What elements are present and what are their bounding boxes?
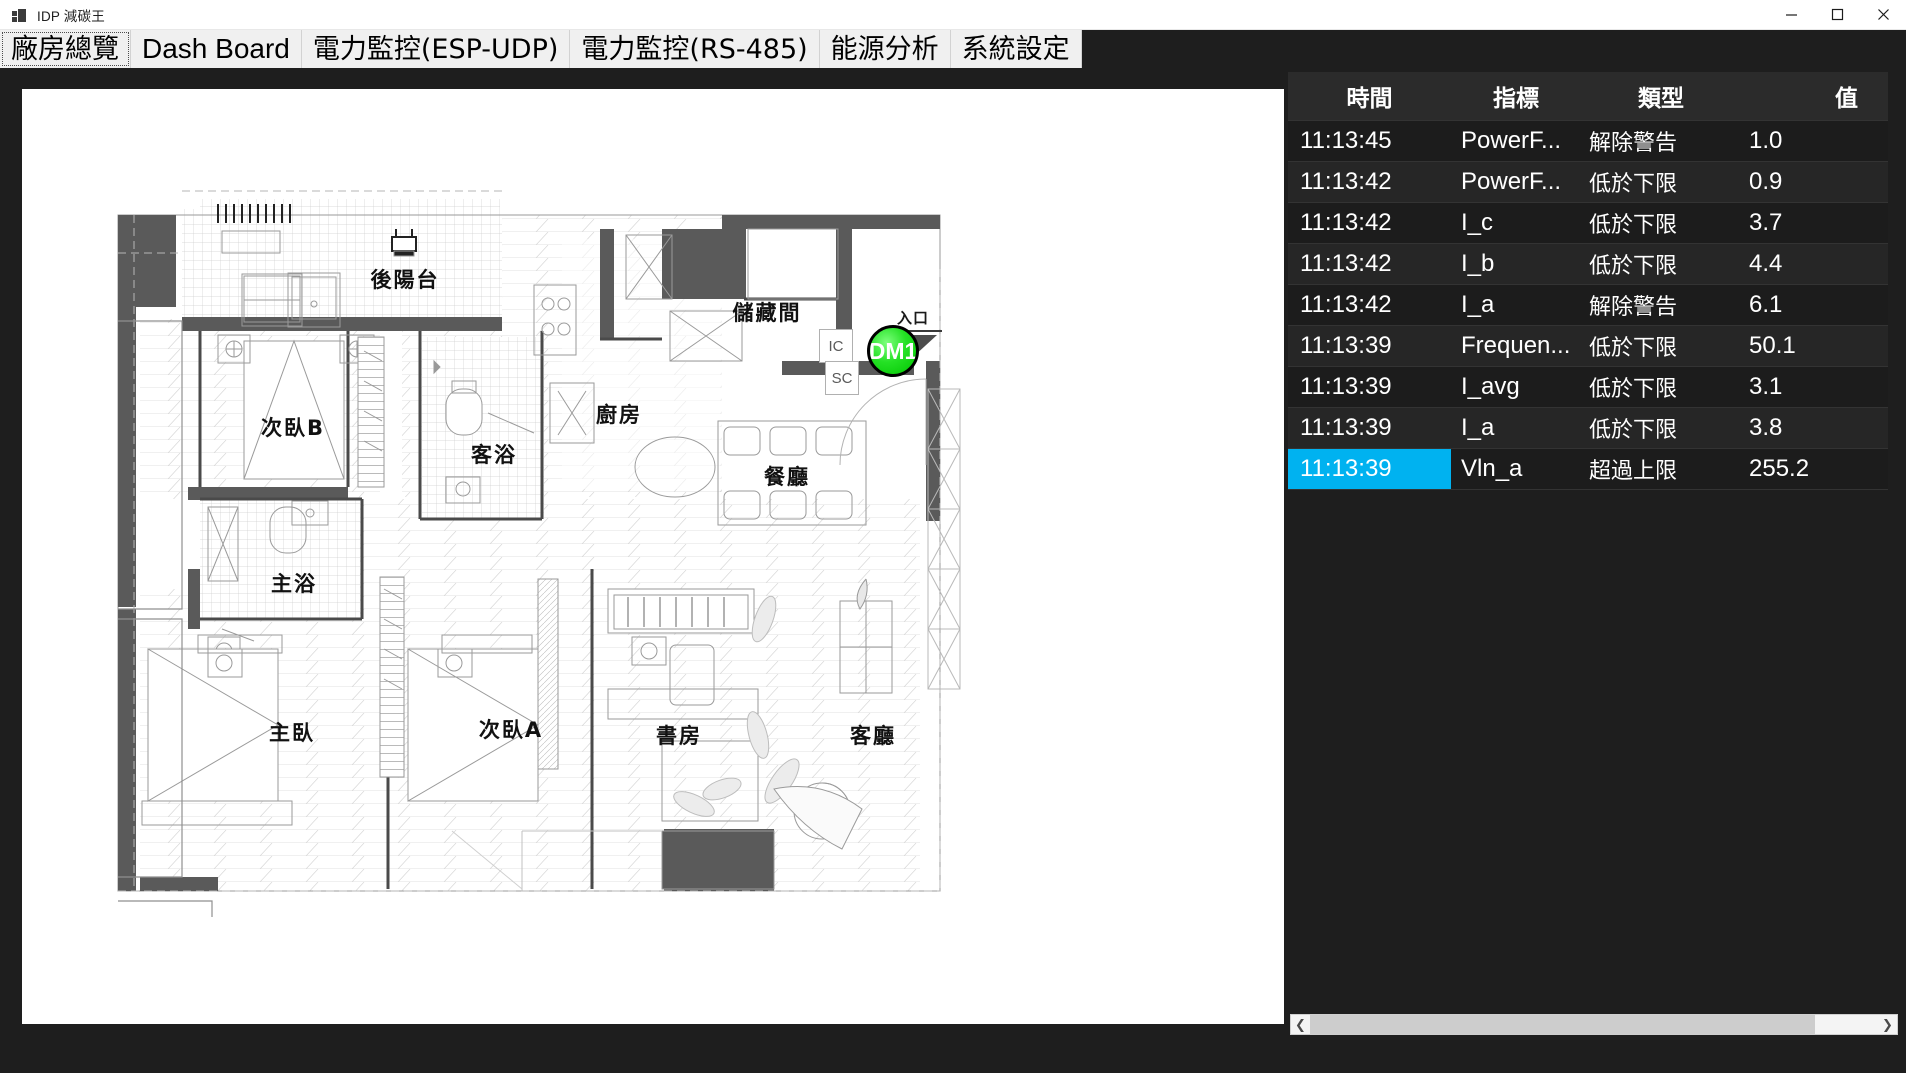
cell-metric: I_avg	[1451, 365, 1581, 408]
scroll-left-arrow-icon[interactable]: ❮	[1291, 1015, 1310, 1034]
cell-type: 低於下限	[1581, 160, 1741, 203]
cell-metric: Vln_a	[1451, 447, 1581, 490]
cell-metric: PowerF...	[1451, 160, 1581, 203]
column-header-type[interactable]: 類型	[1581, 72, 1741, 120]
tab-dash-board[interactable]: Dash Board	[131, 30, 302, 68]
floor-plan-drawing	[117, 190, 961, 917]
room-label-storage: 儲藏間	[732, 301, 802, 325]
cell-value: 0.9	[1741, 160, 1888, 203]
cell-type: 低於下限	[1581, 324, 1741, 367]
cell-time: 11:13:39	[1288, 406, 1451, 449]
table-row[interactable]: 11:13:42 PowerF... 低於下限 0.9	[1288, 160, 1888, 203]
tab-strip: 廠房總覽 Dash Board 電力監控(ESP-UDP) 電力監控(RS-48…	[0, 30, 1906, 68]
tab-energy-analysis[interactable]: 能源分析	[819, 30, 951, 68]
cell-time-selected[interactable]: 11:13:39	[1288, 447, 1451, 490]
table-row[interactable]: 11:13:39 I_avg 低於下限 3.1	[1288, 365, 1888, 408]
alarm-table-panel: 時間 指標 類型 值 11:13:45 PowerF... 解除警告 1.0 1…	[1288, 72, 1888, 1022]
window-title: IDP 減碳王	[37, 8, 105, 24]
cell-time: 11:13:39	[1288, 324, 1451, 367]
cell-value: 3.7	[1741, 201, 1888, 244]
room-label-bedroom-b: 次臥B	[260, 416, 326, 440]
cell-type: 解除警告	[1581, 283, 1741, 326]
cell-time: 11:13:39	[1288, 365, 1451, 408]
cell-value: 6.1	[1741, 283, 1888, 326]
close-icon[interactable]	[1860, 0, 1906, 30]
maximize-icon[interactable]	[1814, 0, 1860, 30]
room-label-study: 書房	[656, 724, 702, 748]
table-row[interactable]: 11:13:39 Frequen... 低於下限 50.1	[1288, 324, 1888, 367]
scrollbar-track[interactable]	[1310, 1015, 1878, 1034]
cell-type: 低於下限	[1581, 201, 1741, 244]
floor-plan-panel[interactable]: 後陽台 儲藏間 廚房 餐廳 客廳 書房 次臥A 次臥B 主臥 主浴 客浴 入口 …	[22, 89, 1284, 1024]
room-label-rear-balcony: 後陽台	[370, 268, 440, 292]
room-label-kitchen: 廚房	[596, 403, 642, 427]
cell-metric: I_a	[1451, 406, 1581, 449]
tab-plant-overview[interactable]: 廠房總覽	[0, 30, 131, 68]
cell-time: 11:13:42	[1288, 160, 1451, 203]
table-row-selected[interactable]: 11:13:39 Vln_a 超過上限 255.2	[1288, 447, 1888, 490]
cell-value: 3.8	[1741, 406, 1888, 449]
table-horizontal-scrollbar[interactable]: ❮ ❯	[1290, 1014, 1898, 1035]
tag-ic: IC	[819, 329, 853, 363]
scroll-right-arrow-icon[interactable]: ❯	[1878, 1015, 1897, 1034]
cell-value: 50.1	[1741, 324, 1888, 367]
room-label-master-bath: 主浴	[271, 572, 317, 596]
cell-metric: I_b	[1451, 242, 1581, 285]
table-row[interactable]: 11:13:42 I_b 低於下限 4.4	[1288, 242, 1888, 285]
tab-power-monitor-esp-udp[interactable]: 電力監控(ESP-UDP)	[301, 30, 571, 68]
scrollbar-thumb[interactable]	[1310, 1015, 1815, 1034]
table-row[interactable]: 11:13:39 I_a 低於下限 3.8	[1288, 406, 1888, 449]
minimize-icon[interactable]	[1768, 0, 1814, 30]
column-header-value[interactable]: 值	[1741, 72, 1888, 120]
cell-time: 11:13:45	[1288, 119, 1451, 162]
column-header-time[interactable]: 時間	[1288, 72, 1451, 120]
tab-power-monitor-rs485[interactable]: 電力監控(RS-485)	[570, 30, 820, 68]
cell-time: 11:13:42	[1288, 242, 1451, 285]
app-icon	[12, 7, 28, 23]
column-header-metric[interactable]: 指標	[1451, 72, 1581, 120]
cell-metric: I_c	[1451, 201, 1581, 244]
entrance-label: 入口	[896, 309, 929, 327]
cell-value: 255.2	[1741, 447, 1888, 490]
cell-value: 3.1	[1741, 365, 1888, 408]
cell-time: 11:13:42	[1288, 201, 1451, 244]
table-row[interactable]: 11:13:45 PowerF... 解除警告 1.0	[1288, 119, 1888, 162]
table-row[interactable]: 11:13:42 I_c 低於下限 3.7	[1288, 201, 1888, 244]
room-label-living: 客廳	[850, 724, 896, 748]
cell-value: 4.4	[1741, 242, 1888, 285]
cell-value: 1.0	[1741, 119, 1888, 162]
table-row[interactable]: 11:13:42 I_a 解除警告 6.1	[1288, 283, 1888, 326]
cell-metric: Frequen...	[1451, 324, 1581, 367]
cell-type: 低於下限	[1581, 242, 1741, 285]
title-bar: IDP 減碳王	[0, 0, 1906, 30]
table-header-row: 時間 指標 類型 值	[1288, 72, 1888, 120]
cell-time: 11:13:42	[1288, 283, 1451, 326]
cell-metric: PowerF...	[1451, 119, 1581, 162]
room-label-master-bedroom: 主臥	[269, 721, 315, 745]
cell-type: 低於下限	[1581, 365, 1741, 408]
cell-metric: I_a	[1451, 283, 1581, 326]
tab-system-settings[interactable]: 系統設定	[950, 30, 1082, 68]
entrance-rule	[884, 330, 942, 332]
device-marker-dm1[interactable]: DM1	[867, 325, 919, 377]
cell-type: 低於下限	[1581, 406, 1741, 449]
room-label-dining: 餐廳	[764, 465, 810, 489]
tag-sc: SC	[825, 361, 859, 395]
cell-type: 解除警告	[1581, 119, 1741, 162]
room-label-bedroom-a: 次臥A	[478, 718, 544, 742]
room-label-guest-bath: 客浴	[471, 443, 517, 467]
cell-type: 超過上限	[1581, 447, 1741, 490]
alarm-table[interactable]: 時間 指標 類型 值 11:13:45 PowerF... 解除警告 1.0 1…	[1288, 72, 1888, 490]
status-bar	[0, 1057, 1906, 1073]
